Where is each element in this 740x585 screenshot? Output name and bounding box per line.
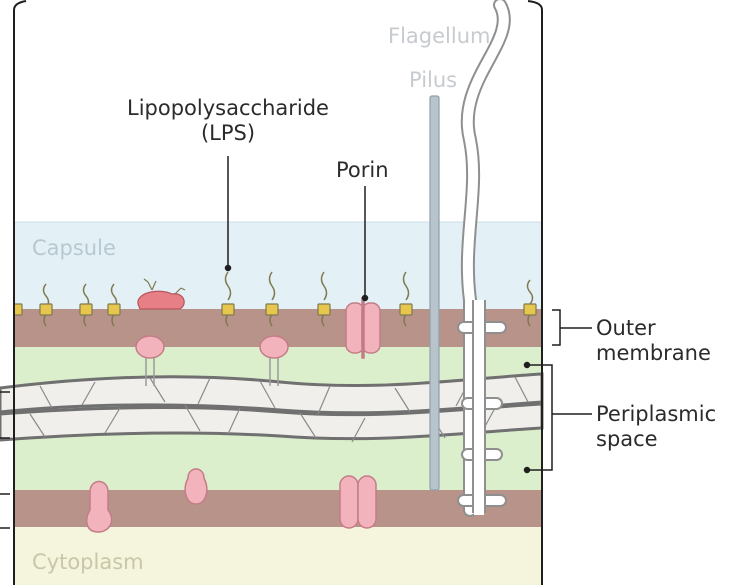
lps-label-line1: Lipopolysaccharide — [115, 96, 341, 121]
flagellum-label: Flagellum — [388, 24, 490, 49]
periplasmic-label-line2: space — [596, 427, 716, 452]
periplasmic-label-line1: Periplasmic — [596, 402, 716, 427]
porin-protein — [346, 298, 380, 358]
capsule-label: Capsule — [32, 236, 116, 261]
lps-label: Lipopolysaccharide (LPS) — [115, 96, 341, 146]
outer-membrane-label: Outer membrane — [596, 316, 711, 366]
outer-membrane-label-line1: Outer — [596, 316, 711, 341]
cytoplasm-label: Cytoplasm — [32, 550, 144, 575]
pilus-shaft — [430, 96, 439, 490]
peptidoglycan-layer — [0, 374, 542, 442]
periplasmic-space-label: Periplasmic space — [596, 402, 716, 452]
pilus-label: Pilus — [409, 68, 457, 93]
lps-label-line2: (LPS) — [115, 121, 341, 146]
outer-membrane-label-line2: membrane — [596, 341, 711, 366]
porin-label: Porin — [336, 158, 389, 183]
